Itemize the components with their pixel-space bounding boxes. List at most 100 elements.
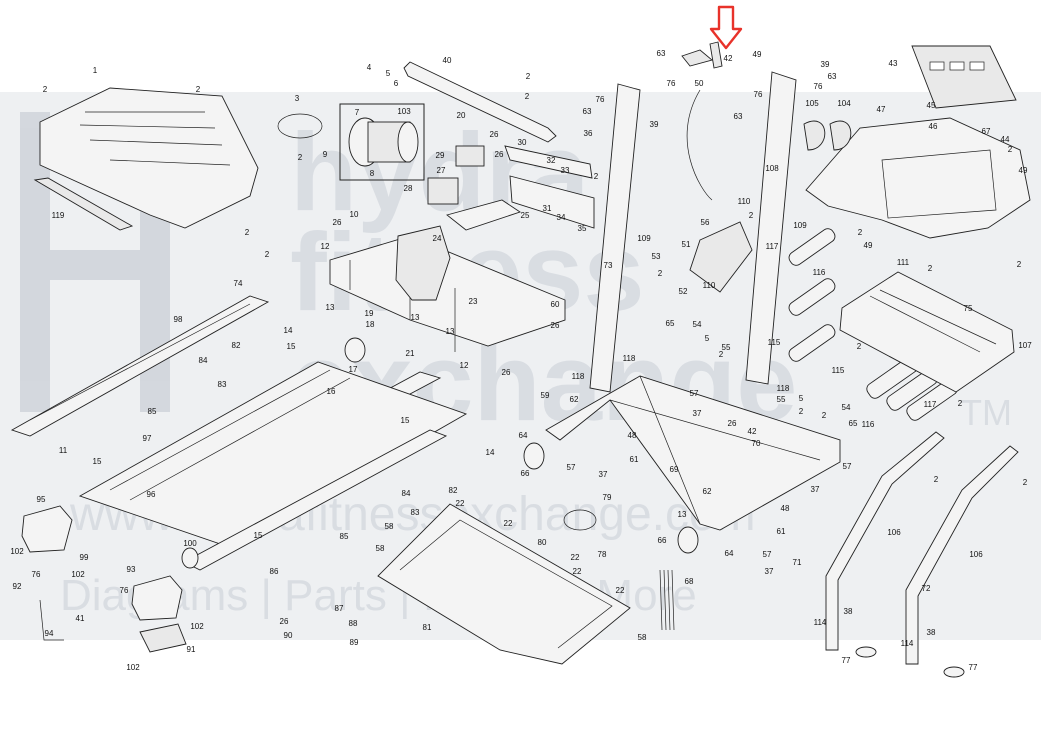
part-callout-116: 116 <box>862 420 875 429</box>
part-callout-2: 2 <box>934 475 939 484</box>
bracket-24 <box>446 199 522 231</box>
part-callout-5: 5 <box>386 69 391 78</box>
part-callout-111: 111 <box>897 258 910 267</box>
motor-inset-box <box>339 103 425 181</box>
upright-108 <box>745 71 797 385</box>
part-callout-2: 2 <box>958 399 963 408</box>
part-callout-92: 92 <box>13 582 22 591</box>
part-callout-60: 60 <box>551 300 560 309</box>
part-callout-98: 98 <box>174 315 183 324</box>
part-callout-54: 54 <box>693 320 702 329</box>
part-callout-85: 85 <box>148 407 157 416</box>
part-callout-37: 37 <box>693 409 702 418</box>
part-callout-84: 84 <box>199 356 208 365</box>
part-callout-26: 26 <box>333 218 342 227</box>
part-callout-49: 49 <box>1019 166 1028 175</box>
part-callout-58: 58 <box>638 633 647 642</box>
deck <box>78 361 468 549</box>
part-callout-89: 89 <box>350 638 359 647</box>
part-callout-26: 26 <box>502 368 511 377</box>
part-callout-26: 26 <box>551 321 560 330</box>
part-50 <box>681 49 713 67</box>
part-callout-102: 102 <box>71 570 85 579</box>
hood-strip <box>33 177 134 231</box>
part-callout-69: 69 <box>670 465 679 474</box>
part-callout-119: 119 <box>52 211 65 220</box>
part-callout-55: 55 <box>722 343 731 352</box>
part-callout-22: 22 <box>573 567 582 576</box>
base-pan-81 <box>377 503 631 665</box>
part-callout-109: 109 <box>793 221 807 230</box>
part-callout-96: 96 <box>147 490 156 499</box>
foot-77a <box>855 646 877 658</box>
part-callout-36: 36 <box>584 129 593 138</box>
part-callout-117: 117 <box>924 400 937 409</box>
part-callout-26: 26 <box>728 419 737 428</box>
part-callout-75: 75 <box>964 304 973 313</box>
watermark-tm: TM <box>960 392 1012 433</box>
part-callout-1: 1 <box>93 66 98 75</box>
part-callout-37: 37 <box>811 485 820 494</box>
part-callout-13: 13 <box>411 313 420 322</box>
part-callout-50: 50 <box>695 79 704 88</box>
part-callout-57: 57 <box>690 389 699 398</box>
part-callout-61: 61 <box>777 527 786 536</box>
part-callout-26: 26 <box>495 150 504 159</box>
handle-105 <box>803 120 826 151</box>
dumbbells <box>788 228 958 421</box>
part-callout-57: 57 <box>567 463 576 472</box>
part-callout-65: 65 <box>849 419 858 428</box>
part-callout-78: 78 <box>598 550 607 559</box>
part-callout-115: 115 <box>768 338 781 347</box>
part-42 <box>709 41 723 69</box>
part-callout-55: 55 <box>777 395 786 404</box>
part-callout-47: 47 <box>877 105 886 114</box>
part-callout-102: 102 <box>10 547 24 556</box>
part-callout-66: 66 <box>521 469 530 478</box>
foot-77b <box>943 666 965 678</box>
part-callout-72: 72 <box>922 584 931 593</box>
part-callout-22: 22 <box>456 499 465 508</box>
part-callout-62: 62 <box>703 487 712 496</box>
part-callout-73: 73 <box>604 261 613 270</box>
part-callout-39: 39 <box>650 120 659 129</box>
part-callout-9: 9 <box>323 150 328 159</box>
part-callout-76: 76 <box>667 79 676 88</box>
part-callout-95: 95 <box>37 495 46 504</box>
part-callout-13: 13 <box>678 510 687 519</box>
part-callout-46: 46 <box>929 122 938 131</box>
part-callout-17: 17 <box>349 365 358 374</box>
console-display-43 <box>911 45 1017 109</box>
part-callout-77: 77 <box>842 656 851 665</box>
part-callout-65: 65 <box>666 319 675 328</box>
part-callout-110: 110 <box>703 281 716 290</box>
part-callout-104: 104 <box>837 99 851 108</box>
part-callout-45: 45 <box>927 101 936 110</box>
part-callout-13: 13 <box>446 327 455 336</box>
part-callout-76: 76 <box>754 90 763 99</box>
part-callout-117: 117 <box>766 242 779 251</box>
side-rail-98 <box>10 295 270 437</box>
arm-72 <box>905 445 1019 665</box>
part-callout-2: 2 <box>799 407 804 416</box>
part-callout-8: 8 <box>370 169 375 178</box>
part-callout-116: 116 <box>813 268 826 277</box>
part-callout-12: 12 <box>321 242 330 251</box>
part-callout-62: 62 <box>570 395 579 404</box>
part-callout-114: 114 <box>901 639 914 648</box>
part-callout-22: 22 <box>504 519 513 528</box>
part-callout-18: 18 <box>366 320 375 329</box>
part-callout-2: 2 <box>298 153 303 162</box>
part-callout-51: 51 <box>682 240 691 249</box>
wheel-66a <box>523 442 545 470</box>
bracket-30 <box>504 145 593 179</box>
part-callout-107: 107 <box>1018 341 1032 350</box>
part-callout-2: 2 <box>858 228 863 237</box>
part-callout-63: 63 <box>734 112 743 121</box>
part-callout-49: 49 <box>864 241 873 250</box>
part-callout-81: 81 <box>423 623 432 632</box>
part-callout-30: 30 <box>518 138 527 147</box>
part-callout-61: 61 <box>630 455 639 464</box>
